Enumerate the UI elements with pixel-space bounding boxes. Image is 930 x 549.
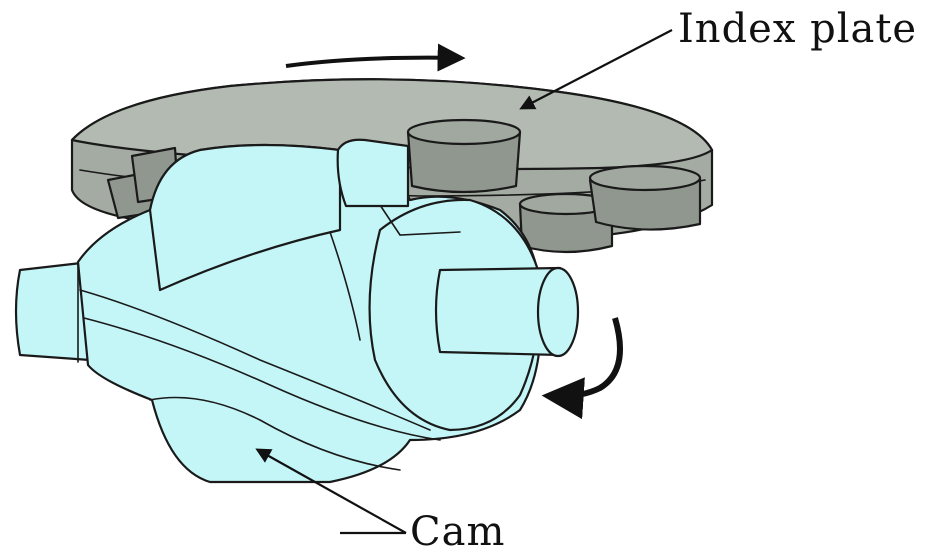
roller-3 (590, 166, 700, 230)
cam-shaft-end (538, 268, 578, 356)
roller-1 (408, 120, 520, 192)
index-plate-leader (522, 30, 672, 108)
arrow-right-icon (286, 58, 460, 66)
index-plate-label: Index plate (678, 6, 917, 52)
cam-label: Cam (410, 509, 505, 549)
